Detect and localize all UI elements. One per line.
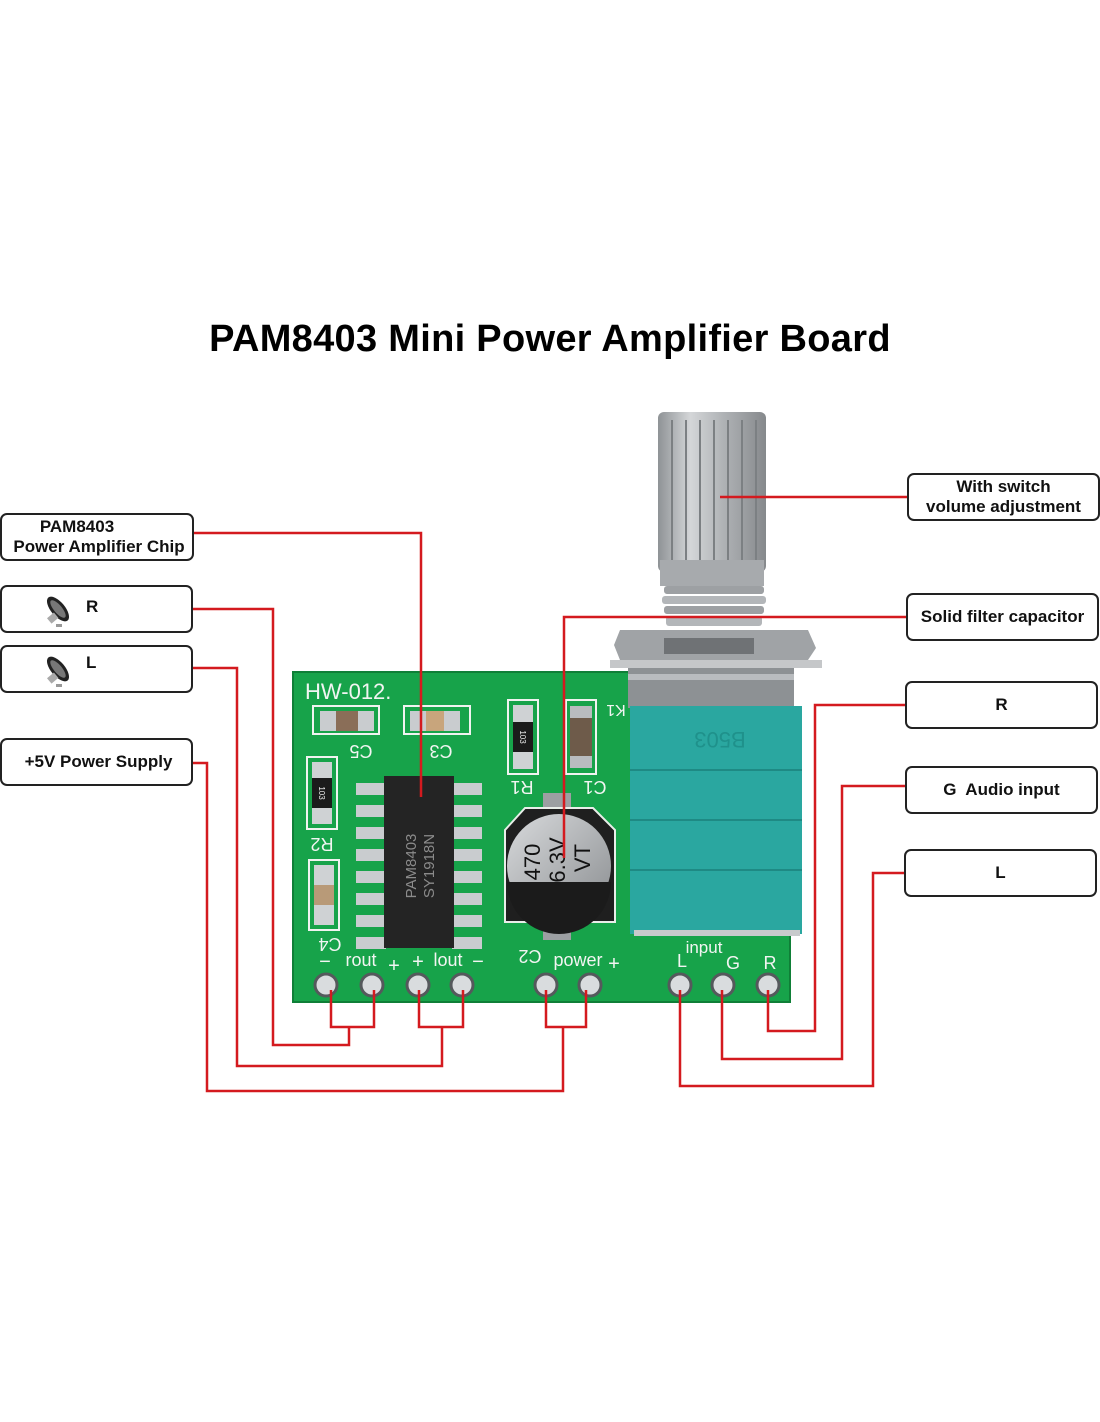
label-speaker-right-text: R: [86, 597, 99, 616]
silk-r2: R2: [310, 834, 333, 854]
pot-marking: B503: [694, 727, 745, 752]
pin-power-plus: [577, 972, 603, 998]
speaker-icon: [38, 591, 78, 636]
label-speaker-left: L: [0, 645, 193, 693]
cap-marking-2: 6.3V: [545, 837, 570, 883]
label-volume-line1: With switch: [956, 477, 1051, 496]
smd-r2: 103: [306, 756, 338, 830]
silk-pin-l: L: [677, 951, 687, 971]
wire-power: [193, 761, 565, 1093]
label-chip-line2: Power Amplifier Chip: [13, 537, 185, 556]
silk-c4: C4: [318, 934, 341, 954]
silk-input: input: [686, 938, 723, 957]
wire-rout-pins: [329, 990, 376, 1029]
wire-chip: [194, 531, 423, 797]
wire-input-g: [720, 784, 905, 1061]
pam8403-chip: PAM8403 SY1918N: [356, 776, 482, 949]
silk-rout-minus: −: [319, 951, 331, 973]
r1-code: 103: [518, 730, 527, 744]
label-input-left: L: [904, 849, 1097, 897]
silk-power: power: [553, 950, 602, 970]
smd-c4: [308, 859, 340, 931]
silk-c3: C3: [429, 741, 452, 761]
label-audio-input-text: G Audio input: [943, 780, 1060, 799]
silk-r1: R1: [510, 777, 533, 797]
smd-c1: [565, 699, 597, 775]
silk-pin-g: G: [726, 953, 740, 973]
silk-power-plus: +: [608, 953, 620, 975]
wire-input-l: [678, 871, 904, 1088]
filter-capacitor: 470 6.3V VT: [504, 793, 616, 940]
label-filter-capacitor-text: Solid filter capacitor: [920, 607, 1085, 626]
pin-rout-plus: [359, 972, 385, 998]
smd-r1: 103: [507, 699, 539, 775]
wire-capacitor: [562, 615, 906, 858]
cap-marking-3: VT: [570, 844, 595, 872]
label-amplifier-chip: PAM8403 Power Amplifier Chip: [0, 513, 194, 561]
board-model: HW-012.: [305, 679, 391, 704]
label-input-left-text: L: [995, 863, 1006, 882]
chip-marking-2: SY1918N: [421, 834, 438, 898]
label-power-supply: +5V Power Supply: [0, 738, 193, 786]
label-input-right-text: R: [995, 695, 1008, 714]
label-chip-line1: PAM8403: [39, 517, 115, 536]
silk-k1: K1: [606, 701, 626, 718]
silk-c2: C2: [518, 946, 541, 966]
label-volume-line2: volume adjustment: [926, 497, 1081, 516]
label-audio-input-ground: G Audio input: [905, 766, 1098, 814]
silk-c5: C5: [349, 741, 372, 761]
cap-marking-1: 470: [520, 844, 545, 881]
wire-lout-pins: [417, 990, 465, 1029]
chip-marking-1: PAM8403: [403, 834, 420, 899]
label-volume-adjustment: With switch volume adjustment: [907, 473, 1100, 521]
wire-speaker-l: [193, 666, 444, 1068]
pin-row: [313, 972, 781, 998]
label-speaker-right: R: [0, 585, 193, 633]
silk-rout-plus: +: [388, 955, 400, 977]
pin-rout-minus: [313, 972, 339, 998]
label-filter-capacitor: Solid filter capacitor: [906, 593, 1099, 641]
silk-rout: rout: [345, 950, 376, 970]
silk-lout: lout: [433, 950, 462, 970]
silk-c1: C1: [583, 777, 606, 797]
wire-input-r: [766, 703, 905, 1033]
speaker-icon: [38, 651, 78, 696]
label-power-supply-text: +5V Power Supply: [24, 752, 173, 771]
wire-speaker-r: [193, 607, 351, 1047]
wire-power-pins: [544, 990, 588, 1029]
silk-lout-minus: −: [472, 951, 484, 973]
silk-pin-r: R: [764, 953, 777, 973]
label-input-right: R: [905, 681, 1098, 729]
r2-code: 103: [317, 786, 326, 800]
smd-c5: [312, 705, 380, 735]
diagram-title: PAM8403 Mini Power Amplifier Board: [209, 318, 891, 360]
silk-lout-plus: +: [412, 951, 424, 973]
label-speaker-left-text: L: [86, 653, 97, 672]
potentiometer: B503: [610, 412, 822, 936]
